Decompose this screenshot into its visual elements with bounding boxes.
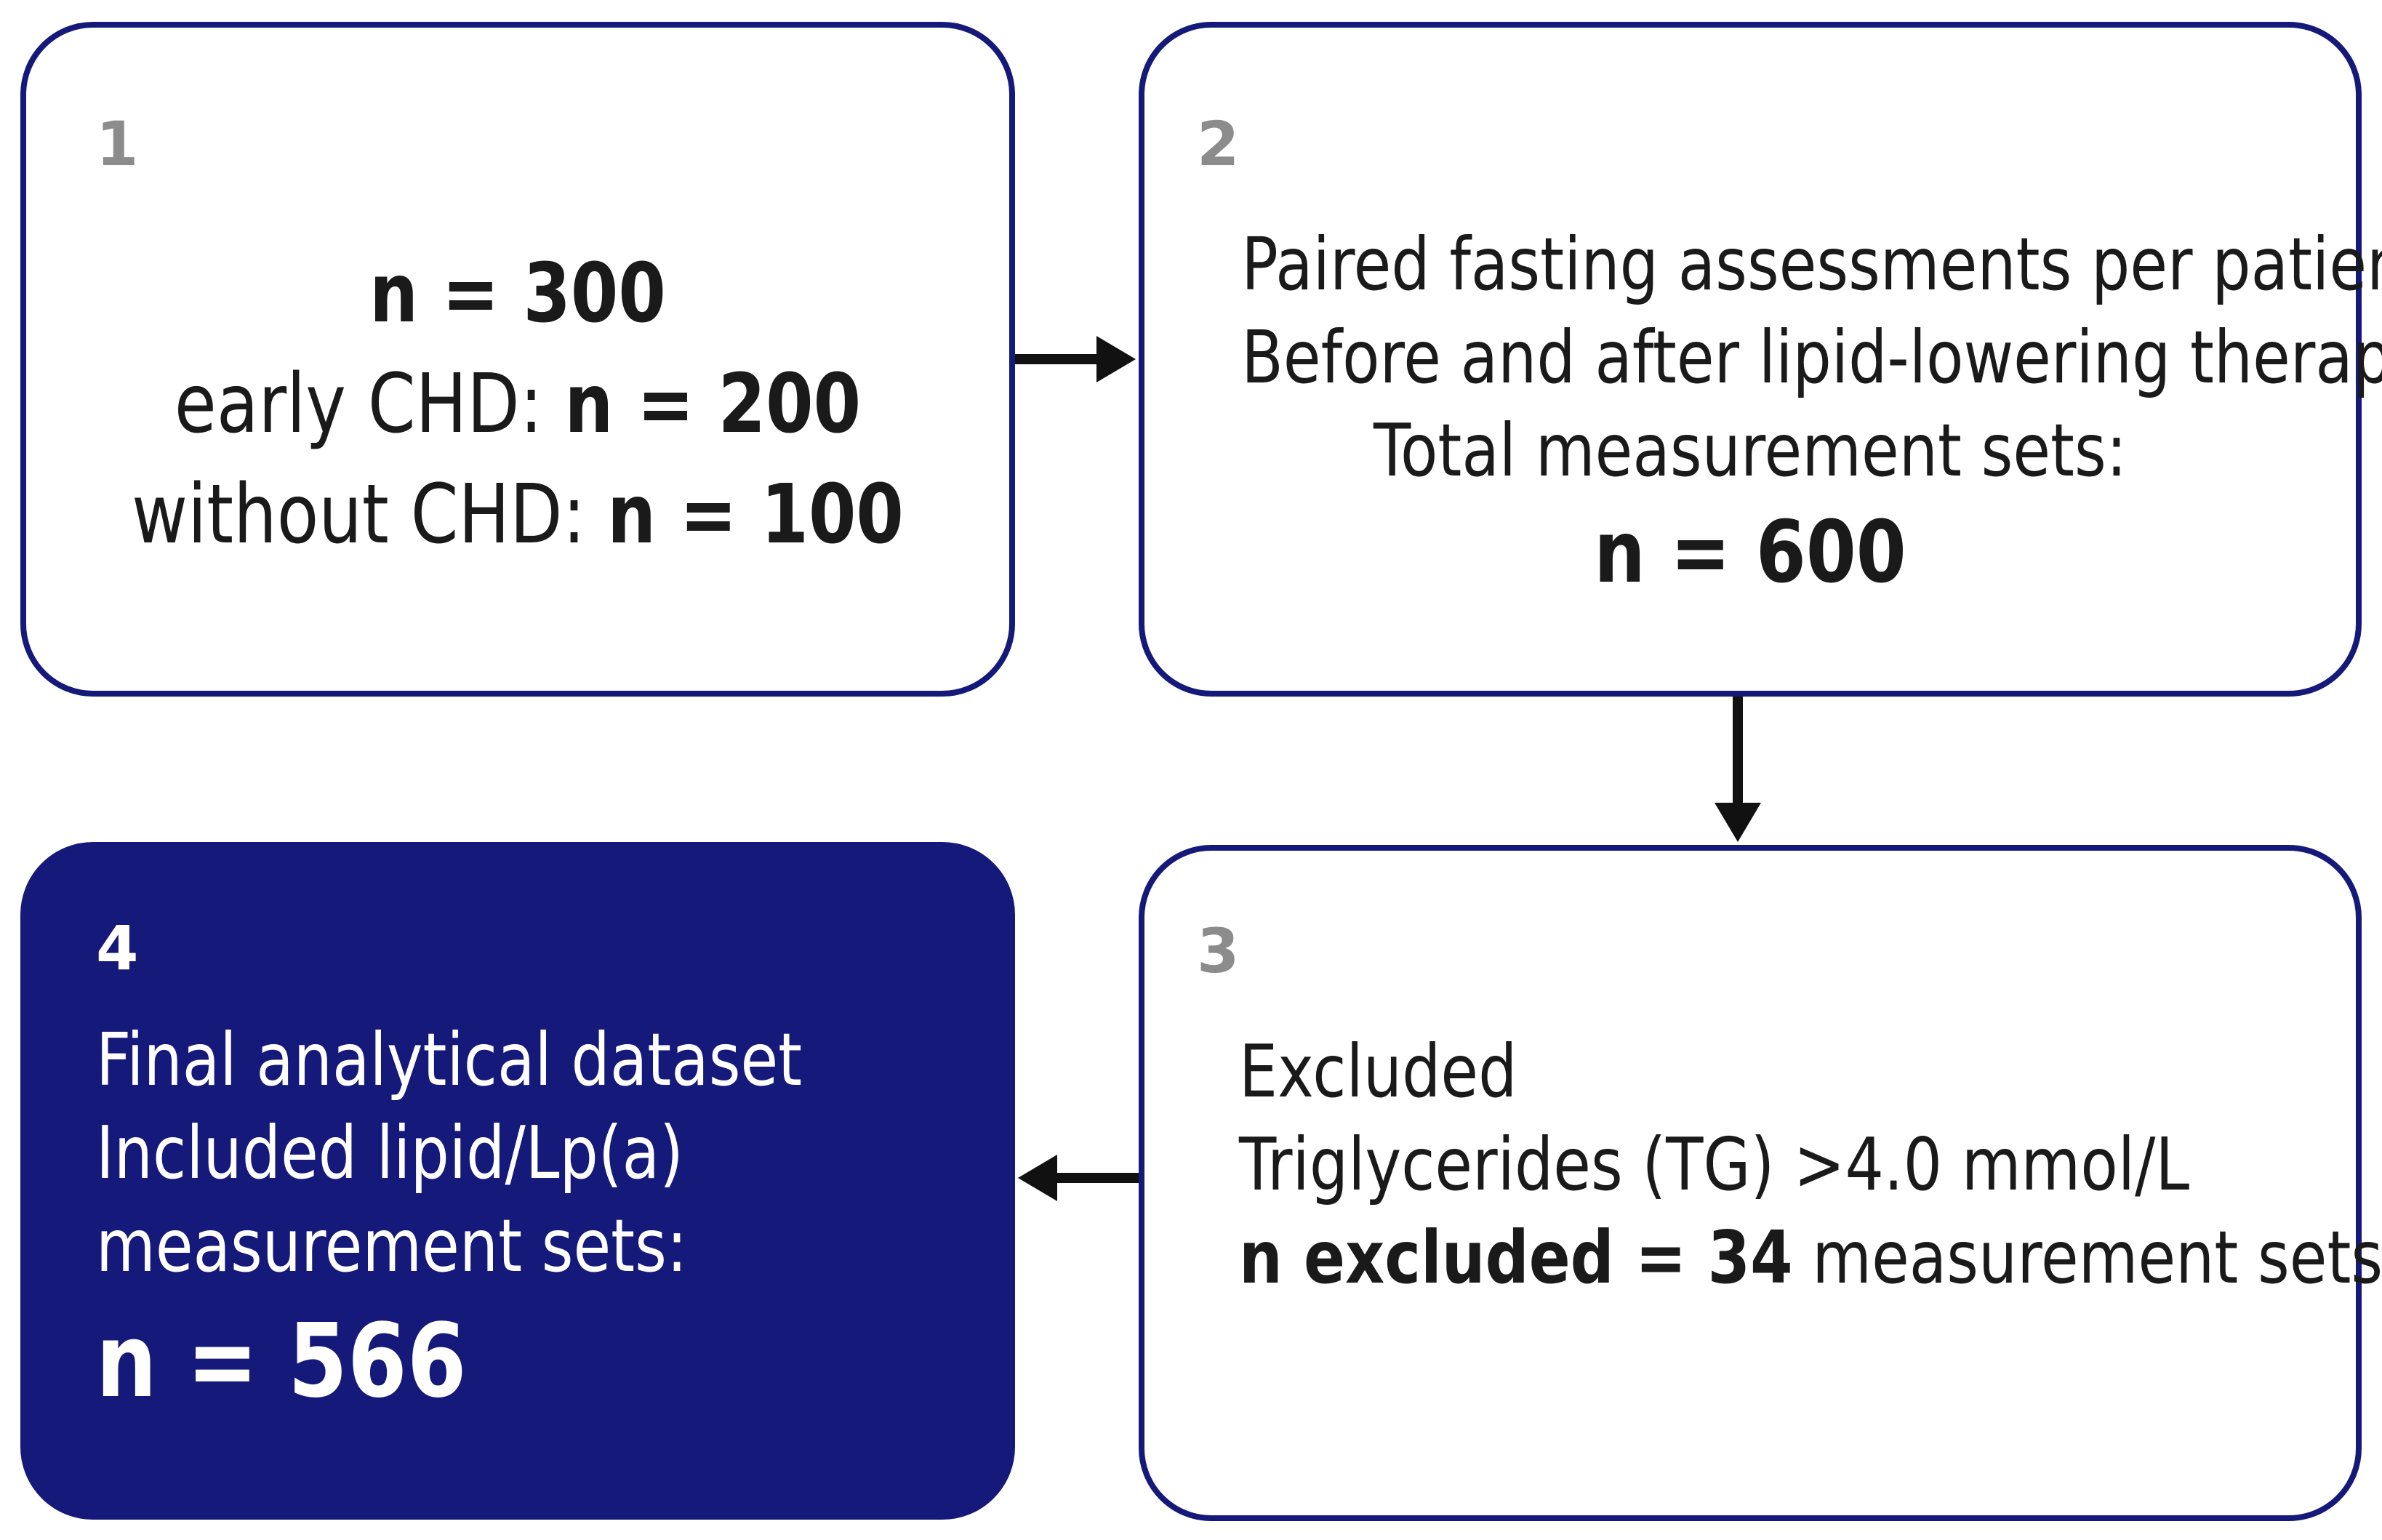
step-number-4: 4	[96, 913, 139, 984]
exclusion-count: n excluded = 34	[1239, 1215, 1793, 1300]
early-chd-value: n = 200	[564, 357, 862, 452]
exclusion-line-2: Triglycerides (TG) >4.0 mmol/L	[1239, 1122, 2190, 1207]
assessments-line-1: Paired fasting assessments per patient	[1241, 222, 2382, 307]
without-chd-value: n = 100	[607, 468, 904, 562]
cohort-total: n = 300	[105, 238, 931, 349]
final-dataset-box: 4 Final analytical dataset Included lipi…	[20, 842, 1015, 1520]
exclusion-line-1: Excluded	[1239, 1029, 1517, 1114]
final-line-1: Final analytical dataset	[96, 1017, 803, 1102]
assessments-line-2: Before and after lipid-lowering therapy	[1241, 315, 2382, 400]
final-line-3: measurement sets:	[96, 1203, 688, 1288]
early-chd-line: early CHD: n = 200	[105, 349, 931, 460]
assessments-box: 2 Paired fasting assessments per patient…	[1139, 22, 2382, 697]
cohort-box: 1 n = 300 early CHD: n = 200 without CHD…	[20, 22, 1015, 697]
cohort-text: n = 300 early CHD: n = 200 without CHD: …	[105, 238, 931, 570]
assessments-value: n = 600	[1594, 502, 1906, 602]
arrow-3-to-4	[1018, 1155, 1139, 1201]
without-chd-label: without CHD:	[132, 468, 608, 562]
exclusion-count-suffix: measurement sets	[1792, 1215, 2382, 1300]
arrow-3-to-4-head	[1018, 1155, 1057, 1201]
arrow-2-to-3	[1715, 697, 1761, 842]
arrow-1-to-2-head	[1096, 336, 1136, 382]
arrow-1-to-2	[1015, 336, 1136, 382]
step-number-2: 2	[1197, 108, 1240, 180]
cohort-total-value: n = 300	[369, 246, 666, 341]
exclusion-text: Excluded Triglycerides (TG) >4.0 mmol/L …	[1239, 1025, 2382, 1304]
step-number-1: 1	[96, 108, 139, 180]
final-value: n = 566	[96, 1302, 467, 1421]
assessments-line-3: Total measurement sets:	[1373, 408, 2128, 493]
without-chd-line: without CHD: n = 100	[105, 460, 931, 570]
assessments-text: Paired fasting assessments per patient B…	[1241, 218, 2382, 606]
final-line-2: Included lipid/Lp(a)	[96, 1110, 683, 1195]
exclusion-count-line: n excluded = 34 measurement sets	[1239, 1211, 2382, 1304]
final-dataset-text: Final analytical dataset Included lipid/…	[96, 1014, 863, 1431]
step-number-3: 3	[1197, 915, 1240, 987]
exclusion-box: 3 Excluded Triglycerides (TG) >4.0 mmol/…	[1139, 845, 2382, 1521]
early-chd-label: early CHD:	[174, 357, 565, 452]
arrow-2-to-3-head	[1715, 803, 1761, 842]
